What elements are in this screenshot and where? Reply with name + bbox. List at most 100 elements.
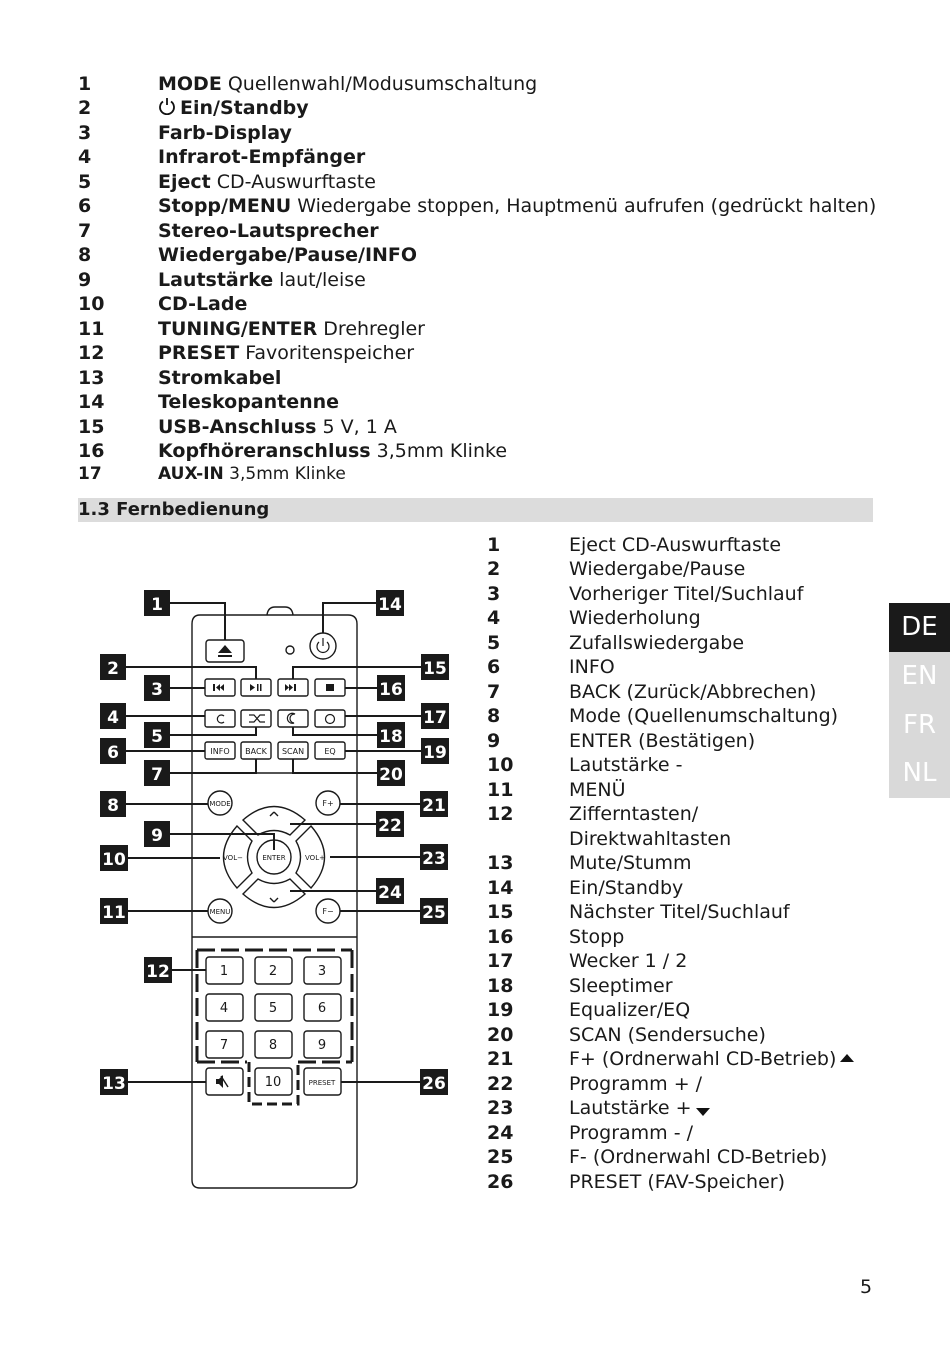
callout-10: 10 [102, 850, 126, 870]
power-icon-remote [316, 641, 330, 653]
callout-12: 12 [146, 962, 170, 982]
item-text: Wiederholung [569, 607, 701, 629]
item-text-wrap: F+ (Ordnerwahl CD-Betrieb) [569, 1047, 855, 1071]
alarm-button [314, 709, 346, 728]
item-text: Wecker 1 / 2 [569, 950, 688, 972]
digit-5-button [254, 993, 293, 1022]
back-button-label: BACK [245, 747, 267, 756]
callout-box-17 [421, 703, 449, 729]
item-text: Sleeptimer [569, 975, 673, 997]
callout-25: 25 [422, 903, 446, 923]
digit-2-button [254, 956, 293, 985]
callout-14: 14 [378, 595, 402, 615]
item-term: Ein/Standby [180, 97, 309, 119]
mute-icon [216, 1075, 223, 1088]
callout-box-11 [100, 898, 128, 924]
item-number: 10 [78, 293, 105, 315]
item-number: 11 [78, 318, 105, 340]
repeat-button [204, 709, 236, 728]
callout-23: 23 [422, 849, 446, 869]
stop-icon [326, 684, 334, 691]
item-term: TUNING/ENTER [158, 318, 318, 340]
item-text: Nächster Titel/Suchlauf [569, 901, 790, 923]
callout-box-9 [144, 821, 170, 847]
item-text: Programm - / [569, 1122, 694, 1144]
item-number: 20 [487, 1024, 514, 1046]
sleep-button [277, 709, 309, 728]
callout-6: 6 [107, 743, 119, 763]
item-number: 14 [487, 877, 514, 899]
fplus-button-label: F+ [322, 799, 333, 808]
item-number: 23 [487, 1097, 514, 1119]
digit-2-label: 2 [269, 964, 277, 979]
callout-4: 4 [107, 708, 119, 728]
item-text: INFO [569, 656, 615, 678]
callout-15: 15 [423, 659, 447, 679]
digit-4-button [205, 993, 244, 1022]
callout-box-2 [100, 654, 126, 680]
item-description: CD-Auswurftaste [210, 171, 376, 193]
callout-22: 22 [378, 816, 402, 836]
item-number: 5 [78, 171, 92, 193]
item-number: 13 [487, 852, 514, 874]
item-description: Favoritenspeicher [239, 342, 415, 364]
callout-7: 7 [151, 765, 163, 785]
item-number: 16 [487, 926, 514, 948]
item-number: 15 [78, 416, 105, 438]
tab-language-de[interactable]: DE [889, 603, 950, 652]
digit-6-label: 6 [318, 1001, 326, 1016]
digit-3-button [303, 956, 342, 985]
item-text: Direktwahltasten [569, 828, 732, 850]
tab-language-fr[interactable]: FR [902, 710, 937, 740]
ir-indicator [285, 645, 295, 655]
item-number: 5 [487, 632, 501, 654]
info-button-label: INFO [210, 747, 229, 756]
tab-language-en[interactable]: EN [901, 661, 938, 691]
callout-box-3 [144, 675, 170, 701]
volminus-button-label: VOL− [223, 854, 243, 862]
digit-7-label: 7 [220, 1038, 228, 1053]
tab-language-nl[interactable]: NL [902, 758, 937, 788]
callout-box-13 [100, 1069, 128, 1095]
callout-box-1 [144, 590, 170, 616]
item-number: 26 [487, 1171, 514, 1193]
item-text: Stopp [569, 926, 625, 948]
item-text: Lautstärke - [569, 754, 683, 776]
item-text: Eject CD-Auswurftaste [569, 534, 782, 556]
callout-box-5 [144, 722, 170, 748]
item-term: PRESET [158, 342, 240, 364]
item-term: Farb-Display [158, 122, 292, 144]
digit-9-button [303, 1030, 342, 1059]
shuffle-icon [249, 714, 265, 723]
item-text: Equalizer/EQ [569, 999, 691, 1021]
callout-box-7 [144, 760, 170, 786]
item-number: 3 [487, 583, 501, 605]
alarm-icon [324, 713, 336, 725]
callout-box-8 [100, 791, 126, 817]
callout-box-10 [100, 845, 128, 871]
item-number: 6 [487, 656, 501, 678]
item-text: Mute/Stumm [569, 852, 692, 874]
callout-24: 24 [378, 883, 402, 903]
item-text: PRESET (FAV-Speicher) [569, 1171, 785, 1193]
arrow-up-icon [840, 1054, 855, 1062]
callout-17: 17 [423, 708, 447, 728]
repeat-icon [216, 714, 225, 724]
item-number: 4 [78, 146, 92, 168]
item-term: Infrarot-Empfänger [158, 146, 366, 168]
digit-10-label: 10 [265, 1075, 282, 1090]
callout-box-16 [377, 675, 405, 701]
item-term: Kopfhöreranschluss [158, 440, 371, 462]
remote-notch [266, 606, 294, 616]
eq-button-label: EQ [324, 747, 335, 756]
callout-9: 9 [151, 826, 163, 846]
fminus-button-label: F− [322, 907, 333, 916]
item-number: 13 [78, 367, 105, 389]
callout-box-15 [421, 654, 449, 680]
remote-control-diagram: INFO BACK SCAN EQ MODE F+ MENU F− ENTER … [100, 590, 449, 1189]
digit-4-label: 4 [220, 1001, 228, 1016]
callout-1: 1 [151, 595, 163, 615]
callout-19: 19 [423, 743, 447, 763]
dpad-right [295, 824, 326, 890]
item-text: Zifferntasten/ [569, 803, 699, 825]
